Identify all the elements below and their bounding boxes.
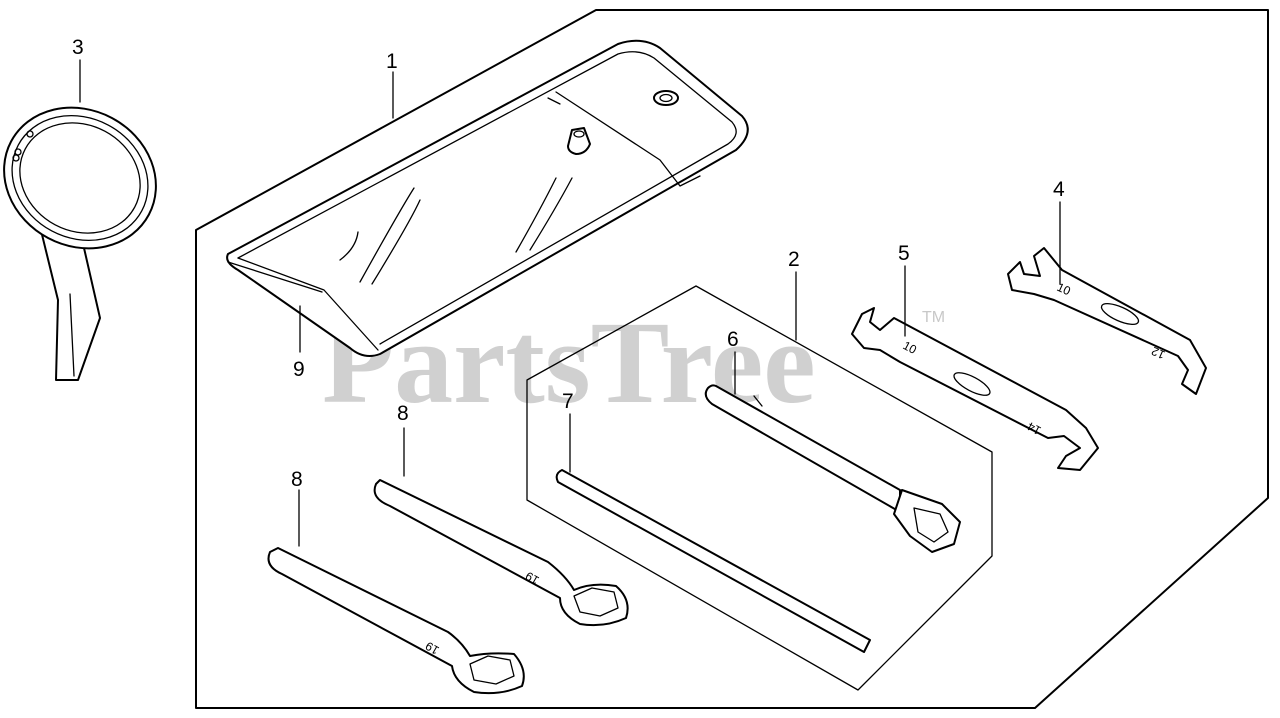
tool-bag-drawing bbox=[226, 39, 749, 357]
open-end-wrench-10x12-drawing: 10 12 bbox=[1007, 247, 1207, 395]
handle-bar-drawing bbox=[555, 469, 871, 653]
wrench5-stamp-left: 10 bbox=[901, 338, 920, 357]
tool-set-outline bbox=[526, 285, 993, 691]
callout-7[interactable]: 7 bbox=[562, 390, 574, 413]
ring-wrench-19-a-drawing: 19 bbox=[373, 479, 629, 627]
ring-wrench-19-b-drawing: 19 bbox=[267, 547, 525, 695]
callout-8-upper[interactable]: 8 bbox=[397, 402, 409, 425]
wrench5-stamp-right: 14 bbox=[1025, 419, 1044, 438]
callout-3[interactable]: 3 bbox=[72, 36, 84, 59]
watermark-trademark: TM bbox=[922, 309, 945, 326]
funnel-drawing bbox=[3, 106, 157, 381]
callout-1[interactable]: 1 bbox=[386, 50, 398, 73]
wrench4-stamp-right: 12 bbox=[1149, 344, 1167, 362]
wrench4-stamp-left: 10 bbox=[1055, 280, 1073, 298]
ring-a-stamp: 19 bbox=[523, 569, 542, 588]
open-end-wrench-10x14-drawing: 10 14 bbox=[851, 307, 1099, 471]
callout-8-lower[interactable]: 8 bbox=[291, 468, 303, 491]
callout-4[interactable]: 4 bbox=[1053, 178, 1065, 201]
leader-lines bbox=[79, 59, 1061, 547]
callout-9[interactable]: 9 bbox=[293, 358, 305, 381]
callout-5[interactable]: 5 bbox=[898, 242, 910, 265]
callout-2[interactable]: 2 bbox=[788, 248, 800, 271]
spark-plug-wrench-drawing bbox=[704, 384, 961, 553]
callout-6[interactable]: 6 bbox=[727, 328, 739, 351]
kit-outline bbox=[195, 9, 1269, 709]
ring-b-stamp: 19 bbox=[423, 639, 442, 658]
